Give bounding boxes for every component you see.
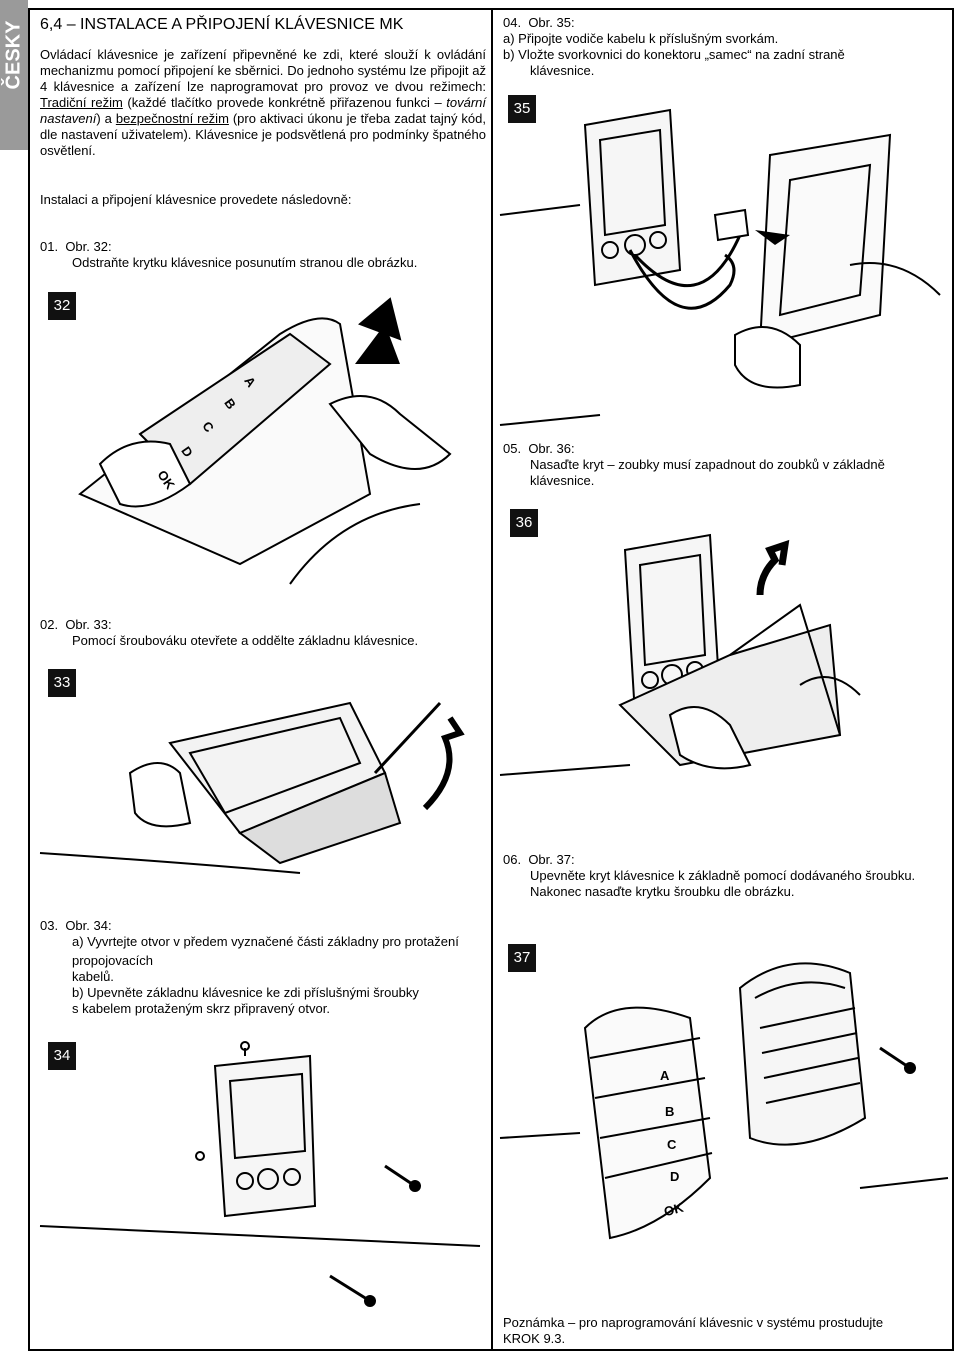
install-intro: Instalaci a připojení klávesnice provede…	[40, 192, 352, 207]
figure-33-drawing	[39, 701, 465, 874]
step-01-text: Odstraňte krytku klávesnice posunutím st…	[72, 255, 418, 270]
figure-36-badge: 36	[510, 509, 538, 537]
step-01-header: 01. Obr. 32:	[40, 239, 112, 254]
step-05-header: 05. Obr. 36:	[503, 441, 575, 456]
figure-37-screw-icon	[904, 1062, 916, 1074]
figure-36-rotate-arrow-icon	[756, 539, 790, 596]
factory-setting: tovární nastavení	[40, 95, 486, 126]
step-04-line-1: a) Připojte vodiče kabelu k příslušným s…	[503, 31, 779, 46]
figure-34-screw-icons	[364, 1180, 421, 1307]
step-03-line-4: b) Upevněte základnu klávesnice ke zdi p…	[72, 985, 419, 1000]
figure-35-drawing	[499, 108, 941, 426]
step-05-line-1: Nasaďte kryt – zoubky musí zapadnout do …	[530, 457, 885, 472]
figure-34-drawing	[39, 1041, 481, 1307]
step-03-line-1: a) Vyvrtejte otvor v předem vyznačené čá…	[72, 934, 459, 949]
note-line-2: KROK 9.3.	[503, 1331, 566, 1346]
note-line-1: Poznámka – pro naprogramování klávesnic …	[503, 1315, 884, 1330]
step-06-line-1: Upevněte kryt klávesnice k základně pomo…	[530, 868, 916, 883]
figure-33-rotate-arrow-icon	[422, 716, 465, 811]
step-04-line-2: b) Vložte svorkovnici do konektoru „same…	[503, 47, 845, 62]
figure-37-key-d: D	[670, 1169, 680, 1184]
figure-37-key-a: A	[660, 1068, 670, 1083]
security-mode: bezpečnostní režim	[115, 111, 229, 126]
column-divider	[491, 8, 493, 1351]
figure-37: 37 A B C D OK	[499, 938, 949, 1258]
figure-32-badge: 32	[48, 292, 76, 320]
figure-32-arrow-icon	[355, 324, 400, 364]
figure-35: 35	[499, 85, 948, 435]
section-title: 6,4 – INSTALACE A PŘIPOJENÍ KLÁVESNICE M…	[40, 16, 404, 33]
figure-33-badge: 33	[48, 669, 76, 697]
figure-37-drawing	[499, 962, 949, 1240]
step-05-line-2: klávesnice.	[530, 473, 595, 488]
step-04-header: 04. Obr. 35:	[503, 15, 575, 30]
step-03-line-5: s kabelem protaženým skrz připravený otv…	[72, 1001, 330, 1016]
language-tab-label: ČESKY	[2, 20, 25, 90]
intro-paragraph: Ovládací klávesnice je zařízení připevně…	[40, 47, 486, 158]
step-02-header: 02. Obr. 33:	[40, 617, 112, 632]
figure-32-drawing	[78, 297, 452, 585]
step-03-line-2: propojovacích	[72, 953, 153, 968]
step-03-header: 03. Obr. 34:	[40, 918, 112, 933]
figure-36: 36	[499, 505, 948, 835]
figure-37-key-c: C	[667, 1137, 677, 1152]
step-04-line-3: klávesnice.	[530, 63, 595, 78]
step-06-line-2: Nakonec nasaďte krytku šroubku dle obráz…	[530, 884, 795, 899]
figure-33: 33	[39, 663, 480, 893]
step-03-line-3: kabelů.	[72, 969, 114, 984]
step-06-header: 06. Obr. 37:	[503, 852, 575, 867]
figure-35-insert-arrow-icon	[755, 230, 790, 245]
figure-34-badge: 34	[48, 1042, 76, 1070]
figure-32: 32 A B C D OK	[40, 284, 480, 585]
figure-36-drawing	[499, 533, 861, 776]
figure-37-badge: 37	[508, 944, 536, 972]
language-tab: ČESKY	[0, 0, 28, 150]
step-02-text: Pomocí šroubováku otevřete a oddělte zák…	[72, 633, 419, 648]
figure-37-key-b: B	[665, 1104, 675, 1119]
traditional-mode: Tradiční režim	[40, 95, 123, 110]
figure-35-badge: 35	[508, 95, 536, 123]
figure-34: 34	[39, 1036, 481, 1336]
